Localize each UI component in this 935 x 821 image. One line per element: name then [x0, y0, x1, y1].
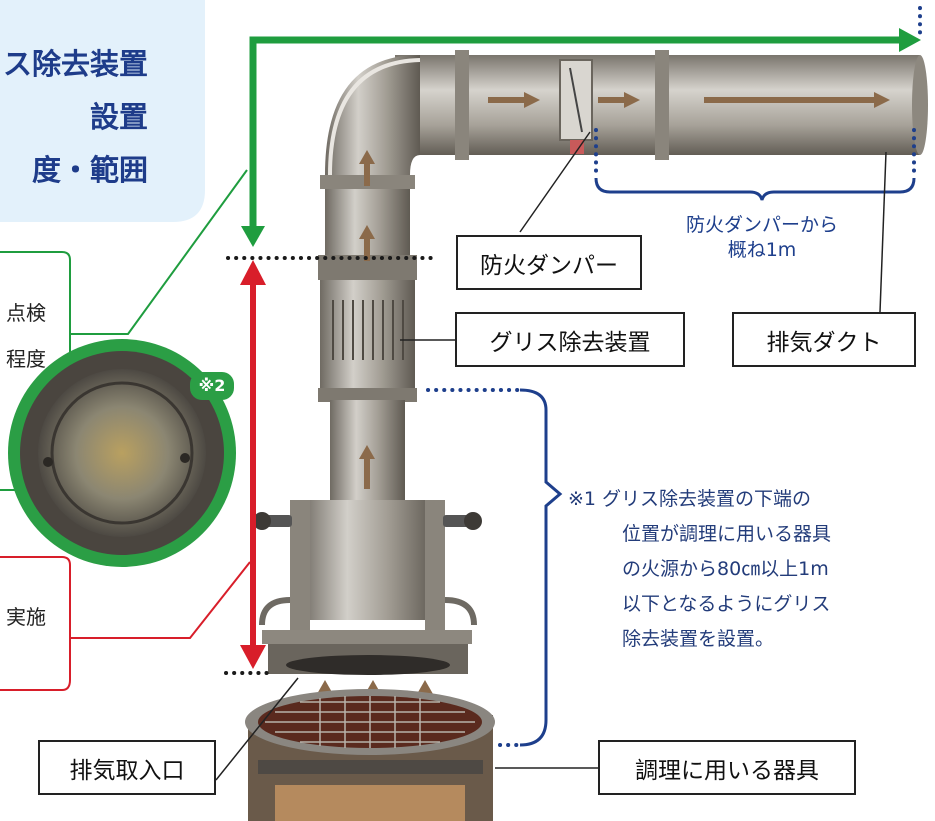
green-connector [70, 169, 248, 335]
fire-damper [559, 59, 593, 154]
dimension-line-2: 概ね1m [727, 239, 797, 261]
note-brace [519, 388, 563, 747]
title-panel [0, 0, 205, 222]
note-line-2: 位置が調理に用いる器具 [622, 523, 832, 545]
dimension-line-1: 防火ダンパーから [685, 214, 838, 236]
dimension-label: 防火ダンパーから 概ね1m [662, 213, 862, 263]
title-line-2: 設置 [89, 100, 148, 134]
page-title: ス除去装置 設置 度・範囲 [0, 38, 200, 197]
label-fire-damper: 防火ダンパー [456, 235, 642, 290]
note-line-3: の火源から80㎝以上1m [622, 558, 829, 580]
red-info-box [0, 556, 71, 691]
note-2-mark: ※2 [198, 376, 226, 395]
green-range-arrow [241, 28, 921, 247]
note-line-4: 以下となるようにグリス [622, 593, 831, 615]
inspect-text-2: 程度 [6, 347, 46, 371]
red-range-arrow [240, 260, 266, 669]
limit-dotted-lines [224, 6, 922, 747]
title-line-3: 度・範囲 [31, 153, 148, 187]
inspect-text-1: 点検 [6, 301, 46, 325]
cooking-appliance [245, 689, 495, 821]
note-line-5: 除去装置を設置。 [622, 628, 775, 650]
label-exhaust-intake: 排気取入口 [38, 740, 216, 795]
red-connector [70, 561, 251, 639]
label-grease-remover: グリス除去装置 [455, 312, 685, 367]
title-line-1: ス除去装置 [2, 47, 148, 81]
label-exhaust-duct: 排気ダクト [732, 312, 916, 367]
inspection-photo [8, 339, 236, 567]
leader-lines [215, 131, 887, 781]
implement-text: 実施 [6, 605, 46, 629]
label-cooking-appliance: 調理に用いる器具 [598, 740, 856, 795]
note-line-1: ※1 グリス除去装置の下端の [568, 488, 812, 510]
note-1: ※1 グリス除去装置の下端の 位置が調理に用いる器具 の火源から80㎝以上1m … [568, 482, 908, 657]
dimension-brace [594, 177, 916, 201]
